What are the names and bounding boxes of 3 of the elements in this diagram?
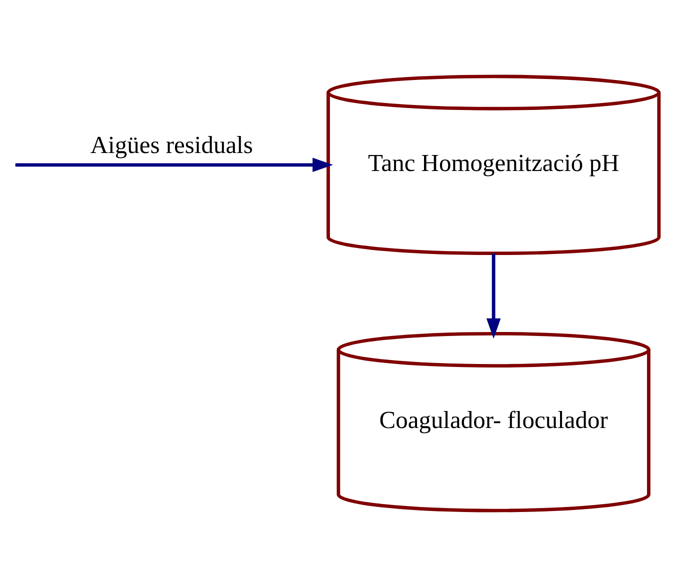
arrow [486, 253, 501, 339]
edge-label: Aigües residuals [90, 132, 253, 160]
arrow [15, 158, 334, 172]
